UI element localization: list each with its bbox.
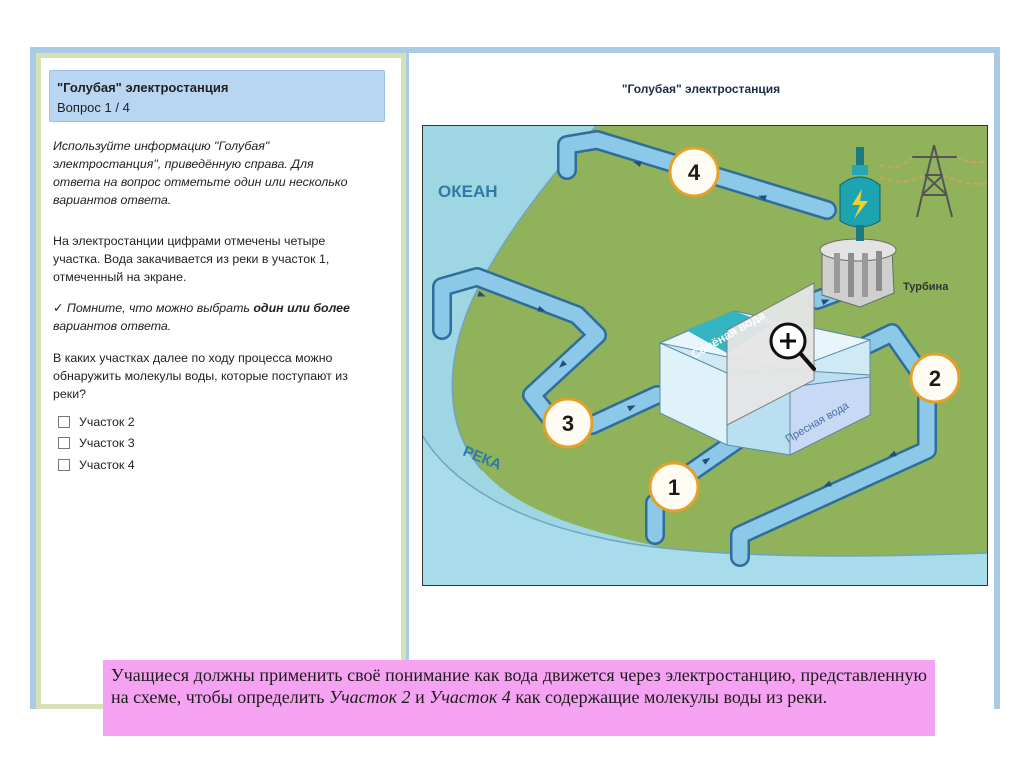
option-stage-2[interactable]: Участок 2 (58, 414, 135, 430)
stage-number: 4 (688, 160, 701, 185)
zoom-in-icon (769, 322, 816, 371)
turbine-icon (819, 238, 897, 308)
diagram-title: "Голубая" электростанция (621, 82, 781, 96)
river-area (422, 435, 988, 586)
pipe-segment (732, 325, 935, 565)
reminder-text: ✓ Помните, что можно выбрать один или бо… (53, 301, 350, 333)
question-panel (36, 53, 406, 709)
turbine-label: Турбина (903, 281, 949, 293)
option-stage-3[interactable]: Участок 3 (58, 435, 135, 451)
flow-arrow (537, 305, 546, 312)
stage-badge-2: 2 (909, 352, 961, 404)
question-header (49, 70, 385, 122)
stage-badge-4: 4 (668, 146, 720, 198)
flow-arrow (821, 299, 830, 306)
flow-arrow (633, 161, 642, 168)
flow-arrow (627, 405, 636, 412)
generator-icon (839, 147, 881, 241)
stage-number: 3 (562, 411, 574, 436)
slide-caption: Учащиеся должны применить своё понимание… (103, 660, 935, 736)
flow-arrow (758, 195, 767, 202)
flow-arrow (888, 450, 897, 457)
question-title: "Голубая" электростанция (57, 80, 229, 95)
option-label: Участок 2 (79, 415, 135, 429)
flow-arrow (477, 290, 486, 297)
stage-number: 2 (929, 366, 941, 391)
power-plant-diagram: ОКЕАН РЕКА Турбина Солёная вода Пресная … (422, 125, 988, 586)
river-bank (422, 434, 988, 557)
flow-arrow (702, 457, 711, 465)
coastline (451, 125, 598, 471)
ocean-label: ОКЕАН (438, 182, 498, 201)
stage-badge-3: 3 (542, 397, 594, 449)
option-checkbox[interactable] (58, 459, 70, 471)
stage-badge-1: 1 (648, 461, 700, 513)
flow-arrow (559, 360, 567, 368)
power-tower-icon (912, 144, 957, 218)
power-lines (879, 156, 988, 185)
option-checkbox[interactable] (58, 416, 70, 428)
option-label: Участок 4 (79, 458, 135, 472)
flow-arrow (823, 480, 832, 487)
instructions-text: Используйте информацию "Голубая" электро… (53, 139, 348, 207)
osmosis-tank (658, 282, 872, 456)
option-checkbox[interactable] (58, 437, 70, 449)
stage-number: 1 (668, 475, 680, 500)
question-text: В каких участках далее по ходу процесса … (53, 351, 348, 401)
flow-arrows (477, 161, 897, 487)
question-counter: Вопрос 1 / 4 (57, 100, 130, 115)
lightning-icon (852, 189, 868, 219)
option-stage-4[interactable]: Участок 4 (58, 457, 135, 473)
checkmark-icon: ✓ (53, 301, 64, 315)
context-text: На электростанции цифрами отмечены четыр… (53, 234, 330, 284)
option-label: Участок 3 (79, 436, 135, 450)
